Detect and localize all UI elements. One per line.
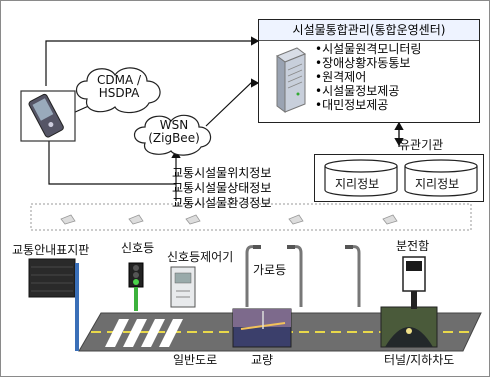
database-icon-2 [404,159,478,197]
controller-label: 신호등제어기 [167,250,234,264]
street-lights [245,245,361,307]
tunnel-label: 터널/지하차도 [384,353,455,367]
cdma-cloud-icon [75,67,161,114]
server-icon [275,47,307,113]
function-item: •장애상황자동통보 [315,56,411,70]
wsn-label-1: WSN [159,118,189,132]
panel-label: 분전함 [396,239,430,253]
traffic-info-item: 교통시설물위치정보 [172,166,272,180]
crosswalk [105,319,183,347]
signal-label: 신호등 [121,241,155,255]
traffic-info-item: 교통시설물상태정보 [172,181,272,195]
database-icon-1 [324,159,398,197]
related-agency-title: 유관기관 [399,138,444,152]
general-road-label: 일반도로 [173,353,218,367]
center-function-list: •시설물원격모니터링 •장애상황자동통보 •원격제어 •시설물정보제공 •대민정… [315,42,421,112]
sign-label: 교통안내표지판 [12,243,90,257]
center-title: 시설물통합관리(통합운영센터) [259,20,479,41]
function-item: •원격제어 [315,70,367,84]
bridge-label: 교량 [251,353,274,367]
cdma-label-2: HSDPA [98,86,140,100]
link-wsn-center [205,78,260,127]
link-sensors-pda [48,139,176,185]
wsn-cloud-icon [133,114,212,156]
db-label-2: 지리정보 [415,177,460,191]
integrated-center-box: 시설물통합관리(통합운영센터) •시설물원격모니터링 •장애상황자동통보 •원격… [258,19,480,123]
sensor-strip [30,203,472,231]
link-pda-center [45,36,260,86]
function-item: •시설물원격모니터링 [315,42,422,56]
streetlight-label: 가로등 [253,263,287,277]
cdma-label-1: CDMA / [96,73,142,87]
db-label-1: 지리정보 [335,177,380,191]
related-agency-box: 지리정보 지리정보 [314,154,484,202]
function-item: •시설물정보제공 [315,84,400,98]
function-item: •대민정보제공 [315,98,389,112]
traffic-info-list: 교통시설물위치정보 교통시설물상태정보 교통시설물환경정보 [172,166,271,211]
pda-device-icon [20,90,76,142]
traffic-info-item: 교통시설물환경정보 [172,196,272,210]
wsn-label-2: (ZigBee) [148,131,200,145]
